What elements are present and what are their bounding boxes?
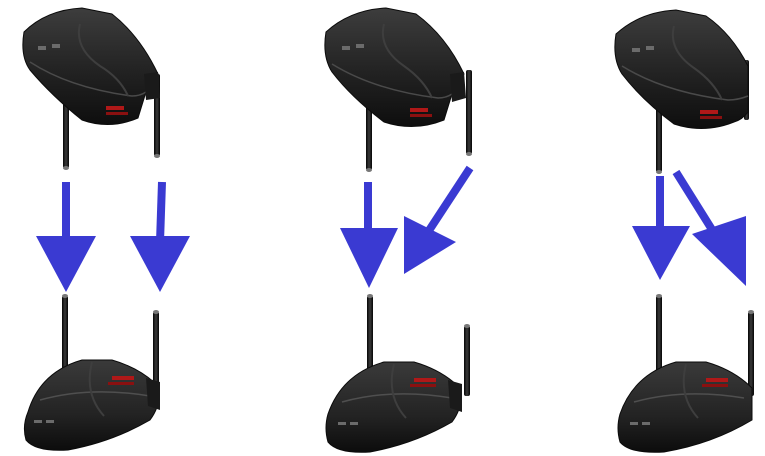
router-bottom-icon (618, 294, 754, 452)
scene-parallel-antennas (23, 8, 190, 450)
arrow-down-icon (130, 182, 190, 292)
router-body (24, 360, 159, 450)
router-body (325, 8, 464, 127)
antenna (464, 326, 470, 396)
arrow-down-icon (340, 182, 398, 288)
arrow-down-icon (36, 182, 96, 292)
router-top-icon (615, 10, 749, 174)
router-top-icon (325, 8, 472, 172)
scene-one-antenna-angled-outward (615, 10, 754, 452)
arrow-down-icon (632, 176, 690, 280)
scene-one-antenna-angled-inward (325, 8, 472, 452)
antenna (748, 312, 754, 396)
router-body (23, 8, 158, 125)
arrow-diagonal-down-left-icon (404, 168, 470, 274)
router-bottom-icon (24, 294, 160, 450)
router-body (615, 10, 748, 129)
antenna (466, 70, 472, 154)
router-body (326, 362, 461, 452)
router-bottom-icon (326, 294, 470, 452)
router-top-icon (23, 8, 160, 170)
